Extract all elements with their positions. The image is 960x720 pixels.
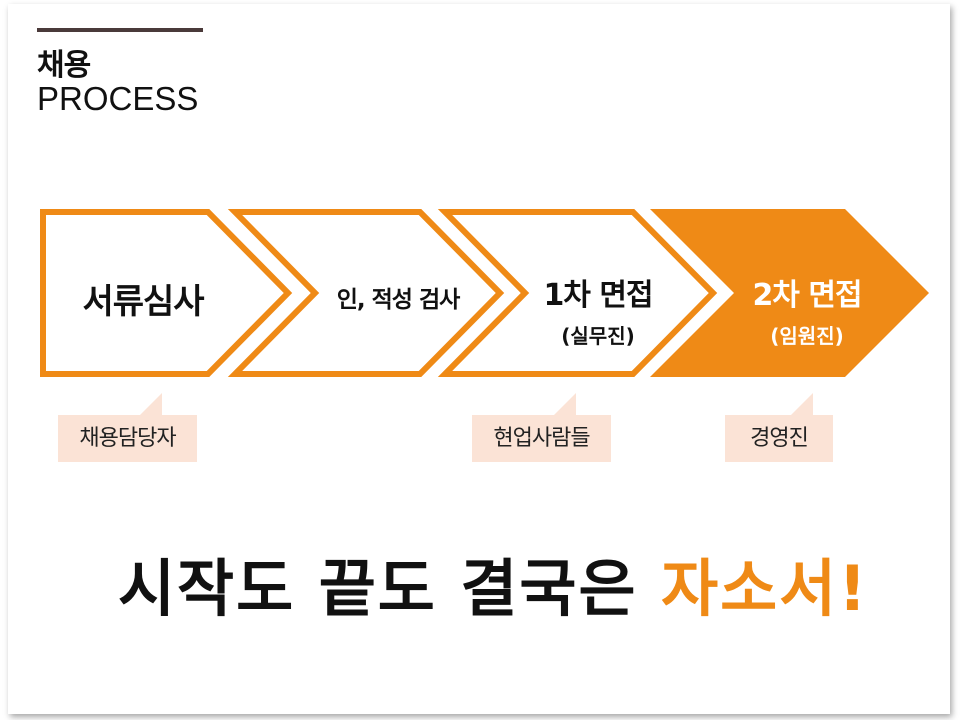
title-accent-bar — [37, 28, 203, 32]
callout-tail — [791, 393, 813, 415]
reviewer-label-3: 경영진 — [750, 426, 809, 451]
step-2-label: 인, 적성 검사 — [336, 287, 461, 313]
reviewer-callout-2: 현업사람들 — [472, 393, 611, 462]
reviewer-callout-3: 경영진 — [725, 393, 833, 462]
step-4-sublabel: (임원진) — [770, 324, 844, 348]
step-shape-3 — [437, 209, 718, 377]
tagline-highlight: 자소서! — [661, 552, 869, 625]
reviewer-label-1: 채용담당자 — [79, 426, 176, 451]
tagline-part-1: 시작도 끝도 결국은 — [118, 552, 662, 625]
step-3-label-group: 1차 면접 (실무진) — [543, 270, 653, 349]
reviewer-label-2: 현업사람들 — [493, 426, 590, 451]
reviewer-callout-1: 채용담당자 — [58, 393, 197, 462]
callout-tail — [554, 393, 576, 415]
step-1-label-group: 서류심사 — [82, 274, 204, 323]
page-title: 채용 — [37, 48, 91, 83]
page-subtitle: PROCESS — [37, 80, 199, 117]
step-shape-1 — [40, 209, 293, 377]
step-4-label-group: 2차 면접 (임원진) — [752, 270, 862, 349]
step-3-sublabel: (실무진) — [561, 324, 635, 348]
tagline: 시작도 끝도 결국은 자소서! — [118, 538, 868, 628]
step-1-label: 서류심사 — [82, 282, 204, 322]
callout-tail — [140, 393, 162, 415]
step-4-label: 2차 면접 — [752, 278, 862, 313]
step-shape-2 — [227, 209, 505, 377]
step-shape-4 — [650, 209, 929, 377]
step-2-label-group: 인, 적성 검사 — [336, 280, 461, 314]
step-3-label: 1차 면접 — [543, 278, 653, 313]
